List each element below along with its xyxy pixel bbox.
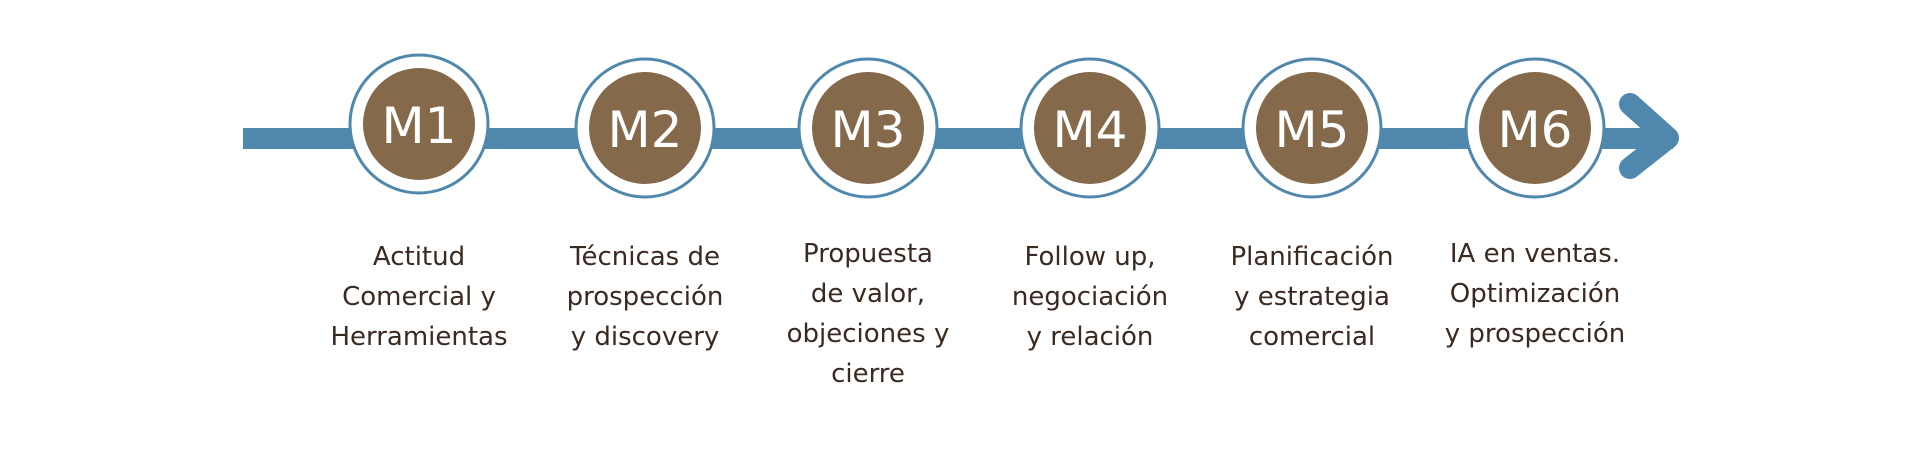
module-node-m2: M2 xyxy=(574,57,716,199)
module-label-line: y estrategia xyxy=(1234,282,1390,312)
module-badge xyxy=(1256,72,1368,184)
module-circles: M1 M2 M3 M4 M5 M6 xyxy=(348,53,1606,199)
module-label-line: Técnicas de xyxy=(570,242,720,272)
module-label-line: prospección xyxy=(566,282,724,312)
module-label-line: Herramientas xyxy=(330,322,508,352)
module-label-line: y prospección xyxy=(1444,319,1626,349)
module-label-m3: Propuesta de valor, objeciones y cierre xyxy=(758,234,978,394)
module-label-line: Propuesta xyxy=(803,239,933,269)
module-code: M5 xyxy=(1275,101,1350,159)
module-code: M1 xyxy=(382,97,457,155)
module-label-m6: IA en ventas. Optimización y prospección xyxy=(1425,234,1645,354)
module-label-line: de valor, xyxy=(810,279,926,309)
module-label-line: Comercial y xyxy=(342,282,496,312)
module-label-line: Follow up, xyxy=(1024,242,1156,272)
module-code: M3 xyxy=(831,101,906,159)
module-badge xyxy=(1479,72,1591,184)
module-label-line: IA en ventas. xyxy=(1449,239,1621,269)
module-node-m3: M3 xyxy=(797,57,939,199)
module-badge xyxy=(812,72,924,184)
module-label-line: y discovery xyxy=(570,322,720,352)
module-badge xyxy=(1034,72,1146,184)
module-label-line: Actitud xyxy=(372,242,466,272)
module-node-m5: M5 xyxy=(1241,57,1383,199)
module-label-m2: Técnicas de prospección y discovery xyxy=(535,237,755,357)
module-label-line: negociación xyxy=(1011,282,1169,312)
module-code: M6 xyxy=(1498,101,1573,159)
module-label-line: Planificación xyxy=(1230,242,1394,272)
module-label-line: y relación xyxy=(1026,322,1154,352)
module-node-m1: M1 xyxy=(348,53,490,195)
module-label-line: Optimización xyxy=(1449,279,1621,309)
module-badge xyxy=(589,72,701,184)
module-label-line: comercial xyxy=(1248,322,1376,352)
module-badge xyxy=(363,68,475,180)
module-label-line: cierre xyxy=(831,359,905,389)
module-node-m6: M6 xyxy=(1464,57,1606,199)
arrow-head xyxy=(1619,93,1679,179)
module-label-m5: Planificación y estrategia comercial xyxy=(1202,237,1422,357)
module-code: M4 xyxy=(1053,101,1128,159)
module-node-m4: M4 xyxy=(1019,57,1161,199)
module-code: M2 xyxy=(608,101,683,159)
module-label-line: objeciones y xyxy=(786,319,950,349)
module-label-m4: Follow up, negociación y relación xyxy=(980,237,1200,357)
